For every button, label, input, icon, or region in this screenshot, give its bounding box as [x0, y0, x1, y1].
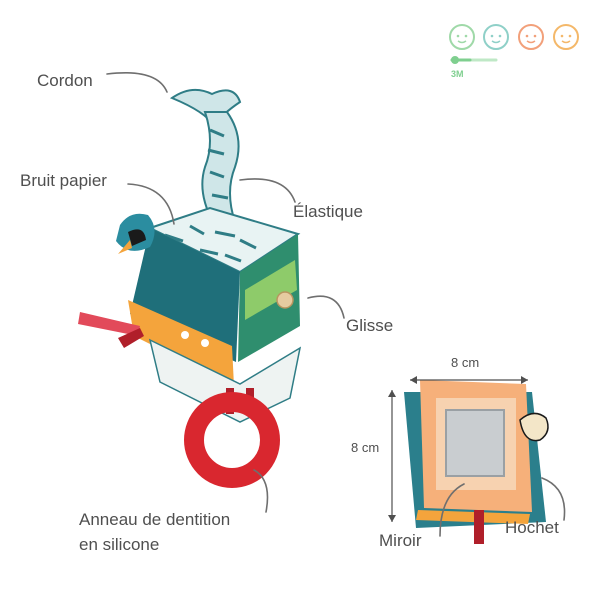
- elastique-label: Élastique: [293, 202, 363, 221]
- elastique-leader: [239, 178, 296, 203]
- baby-face-icon: [449, 24, 475, 50]
- mirror-cube: [404, 380, 549, 544]
- ribbon-red: [118, 328, 144, 348]
- age-label: 3M: [451, 69, 464, 79]
- kid-face-icon: [553, 24, 579, 50]
- cube-left: [128, 228, 240, 386]
- glisse-leader: [307, 295, 345, 319]
- width-dimension-arrow: [410, 376, 528, 384]
- teething-ring: [184, 388, 280, 488]
- miroir-leader: [439, 483, 465, 537]
- cube-right: [238, 234, 300, 362]
- bruit-papier-label: Bruit papier: [20, 171, 107, 190]
- ribbon-tag: [78, 312, 140, 336]
- hochet-label: Hochet: [505, 518, 559, 537]
- anneau-label-line1: Anneau de dentition: [79, 510, 231, 529]
- height-dimension-arrow: [388, 390, 396, 522]
- miroir-label: Miroir: [379, 531, 422, 550]
- child-face-icon: [518, 24, 544, 50]
- wooden-bead: [276, 291, 294, 309]
- width-dimension-label: 8 cm: [451, 355, 480, 370]
- anneau-label-line2: en silicone: [79, 535, 160, 554]
- cord-ribbon: [169, 88, 242, 223]
- toucan-tag: [116, 213, 155, 254]
- glisse-label: Glisse: [346, 316, 394, 335]
- age-slider: [450, 56, 498, 64]
- hochet-leader: [541, 477, 566, 521]
- height-dimension-label: 8 cm: [351, 440, 380, 455]
- toddler-face-icon: [483, 24, 509, 50]
- cordon-leader: [106, 72, 168, 93]
- cordon-label: Cordon: [37, 71, 93, 90]
- bruit-papier-leader: [127, 183, 175, 225]
- cube-bottom: [148, 338, 302, 423]
- anneau-leader: [253, 469, 269, 513]
- mirror-icon: [445, 409, 505, 477]
